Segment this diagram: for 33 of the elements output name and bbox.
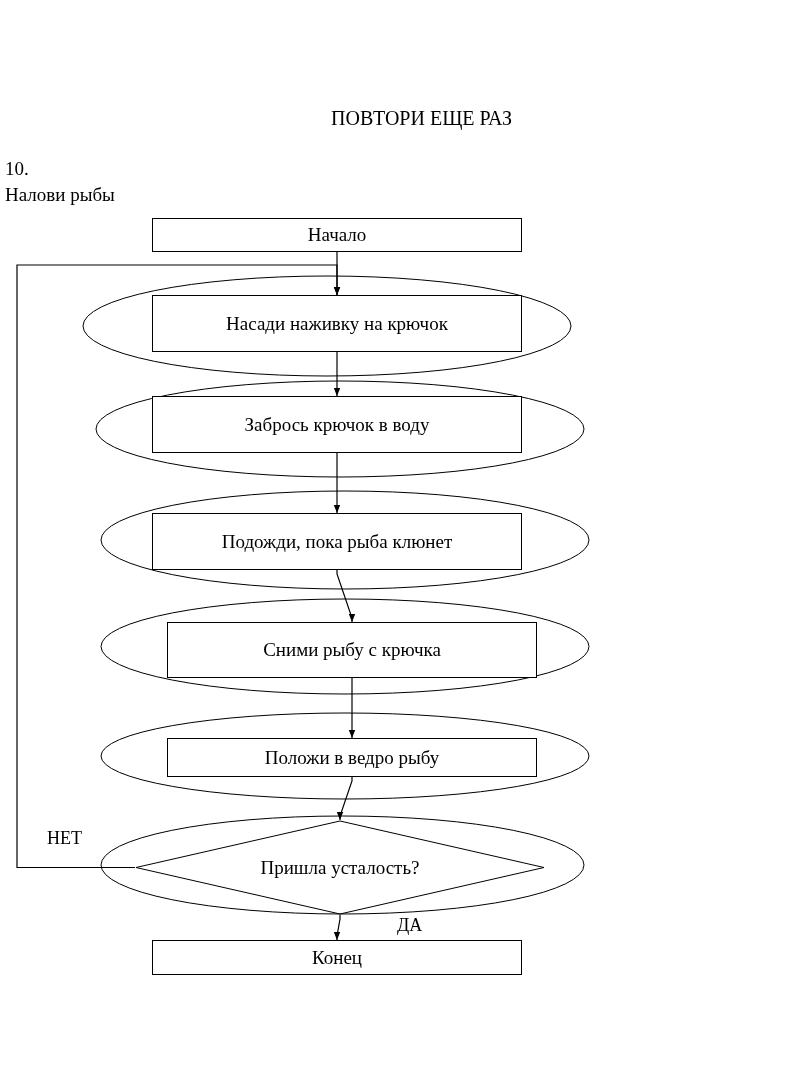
process-box [152,396,522,453]
arrow [16,264,341,869]
arrow [336,776,353,821]
node-text: Конец [312,946,362,969]
process-box [167,738,537,777]
terminal-box [152,940,522,975]
label-text: Налови рыбы [5,184,115,206]
arrow [333,914,341,941]
arrow [348,677,356,739]
ellipse-shape [100,490,590,590]
process-box [152,295,522,352]
ellipse-shape [82,275,572,377]
node-text: Насади наживку на крючок [226,312,448,335]
ellipse-shape [95,380,585,478]
terminal-box [152,218,522,252]
title: ПОВТОРИ ЕЩЕ РАЗ [331,107,513,130]
arrow [333,351,341,397]
node-text: Сними рыбу с крючка [263,639,441,661]
decision-diamond [135,820,545,915]
arrow [336,569,356,623]
node-text: Пришла усталость? [260,856,420,879]
process-box [152,513,522,570]
node-text: Подожди, пока рыба клюнет [221,530,453,553]
label-text: 10. [5,158,29,180]
ellipse-shape [100,712,590,800]
node-text: Забрось крючок в воду [244,413,430,436]
edge-label: ДА [395,915,425,936]
process-box [167,622,537,678]
arrow [333,452,341,514]
node-text: Начало [307,224,367,246]
ellipse-shape [100,598,590,695]
node-text: Положи в ведро рыбу [264,746,440,769]
ellipse-shape [100,815,585,915]
